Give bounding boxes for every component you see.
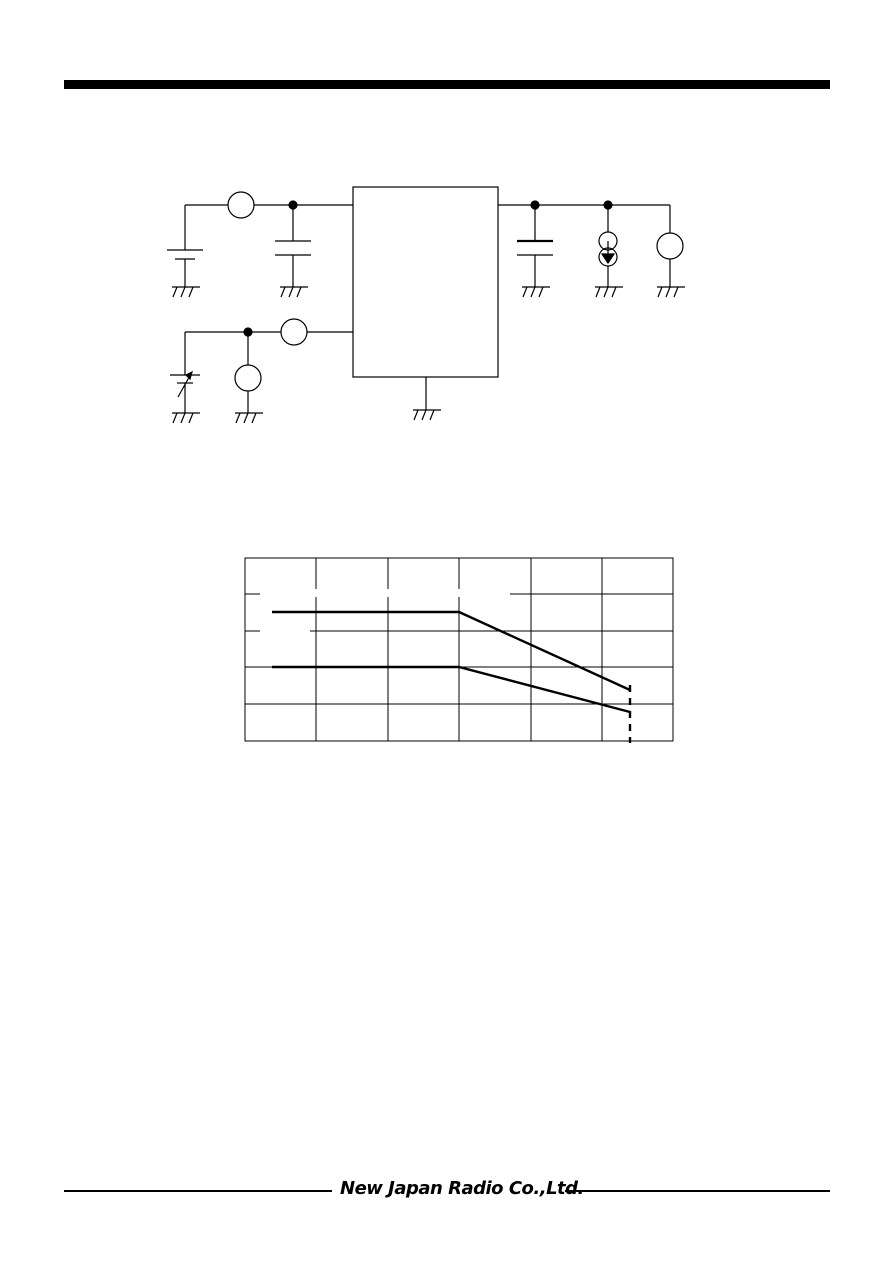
control-voltmeter: [234, 364, 262, 392]
chart-grid: [244, 557, 674, 742]
control-meter: [280, 318, 308, 346]
derating-curve-lower: [272, 665, 631, 714]
input-battery: [167, 249, 203, 260]
input-capacitor: [275, 240, 311, 256]
footer-rule-right: [565, 1190, 830, 1192]
control-voltmeter-ground-symbol: [235, 412, 263, 424]
ic-body: [352, 186, 499, 378]
load-ground-symbol: [595, 286, 623, 298]
input-meter: [227, 191, 255, 219]
footer-rule-left: [64, 1190, 332, 1192]
ic-ground-symbol: [413, 409, 441, 421]
derating-curve-upper: [272, 610, 631, 692]
output-voltmeter-ground-symbol: [657, 286, 685, 298]
test-circuit-schematic: [167, 186, 685, 424]
battery-ground-symbol: [172, 286, 200, 298]
derating-chart: [244, 557, 674, 743]
output-cap-ground-symbol: [522, 286, 550, 298]
header-rule: [64, 80, 830, 89]
output-capacitor: [517, 239, 553, 256]
load-current-source: [598, 231, 618, 267]
variable-source-ground-symbol: [172, 412, 200, 424]
company-logo: New Japan Radio Co.,Ltd.: [340, 1178, 584, 1199]
output-voltmeter: [656, 232, 684, 260]
input-cap-ground-symbol: [280, 286, 308, 298]
